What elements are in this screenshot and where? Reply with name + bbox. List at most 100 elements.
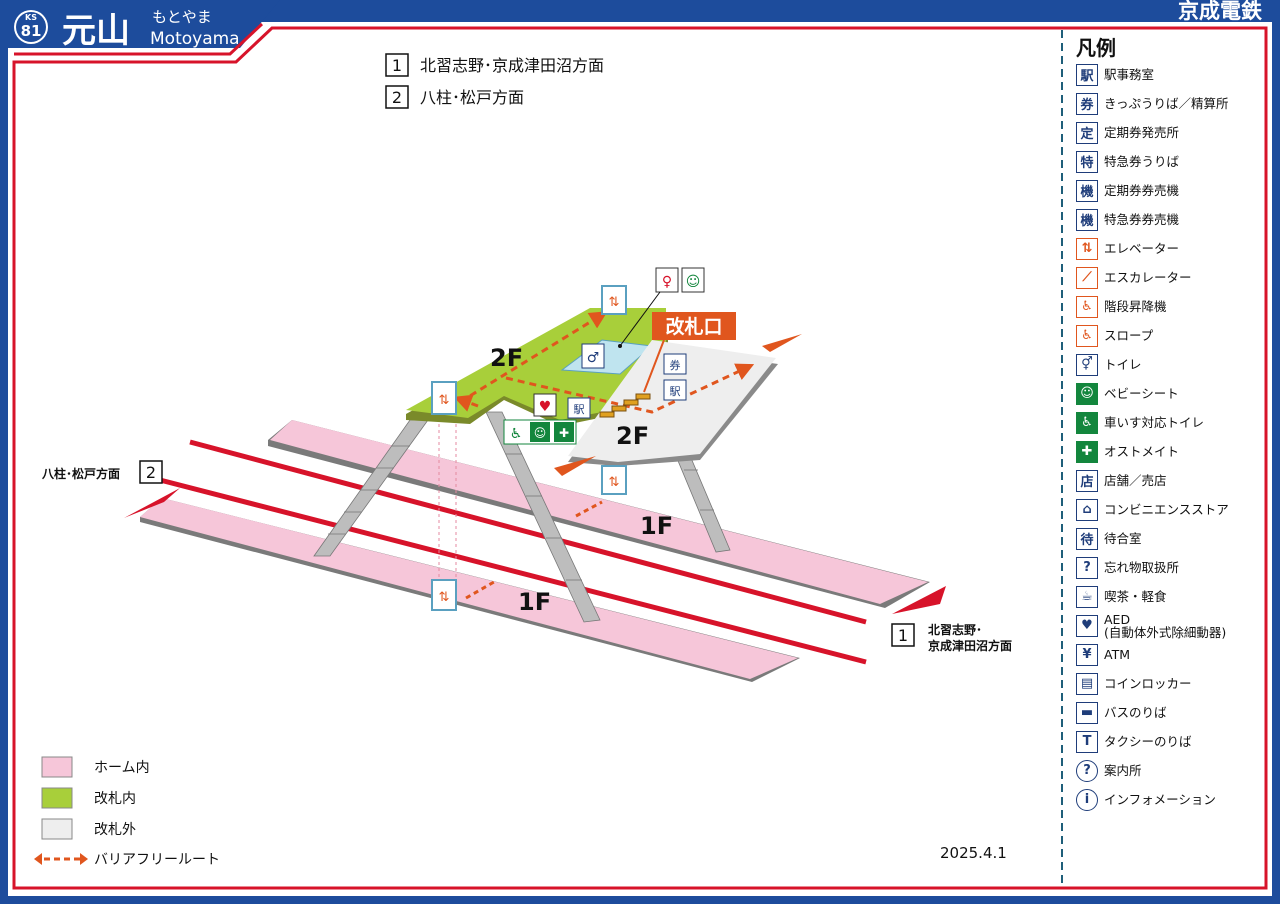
elevator-1f-front: ⇅ — [431, 579, 457, 611]
legend-item-label: オストメイト — [1104, 445, 1179, 458]
legend-item-label: エレベーター — [1104, 242, 1179, 255]
swatch-gated — [41, 787, 73, 809]
legend-item-text: 特急券うりば — [1104, 154, 1180, 169]
legend-item-text: 喫茶・軽食 — [1104, 589, 1167, 604]
direction-left-label: 八柱･松戸方面 — [41, 466, 120, 481]
legend-item-text: 特急券券売機 — [1104, 212, 1180, 227]
legend-item-label: ATM — [1104, 648, 1130, 661]
legend-item-text: 駅事務室 — [1104, 67, 1155, 82]
stairs — [313, 411, 731, 623]
track-direction-right: 1 北習志野･ 京成津田沼方面 — [891, 622, 1012, 653]
station-number: 81 — [21, 22, 42, 40]
legend-item-text: トイレ — [1104, 357, 1142, 372]
svg-text:駅: 駅 — [574, 403, 585, 416]
legend-item-text: オストメイト — [1104, 444, 1180, 459]
area-legend-platform: ホーム内 — [94, 760, 150, 776]
legend-title: 凡例 — [1076, 36, 1116, 60]
stair-lift-icon: ♿ — [1076, 295, 1098, 318]
legend-item-label: 駅事務室 — [1104, 68, 1154, 81]
direction-1-number: 1 — [392, 56, 402, 75]
svg-text:⇅: ⇅ — [439, 590, 450, 605]
svg-text:♀: ♀ — [662, 274, 672, 290]
legend-item-text: ベビーシート — [1104, 386, 1179, 401]
legend-item-text: コインロッカー — [1104, 676, 1192, 691]
area-legend-gated: 改札内 — [94, 791, 136, 807]
aed-icon-map: ♥ — [533, 393, 557, 417]
legend-item-text: スロープ — [1104, 328, 1154, 343]
legend-item-label: スロープ — [1104, 329, 1153, 342]
legend-item: ☕ 喫茶・軽食 — [1076, 582, 1229, 611]
aed-icon: ♥ — [1076, 614, 1098, 637]
ticket-gates — [599, 393, 651, 418]
legend-item-text: 忘れ物取扱所 — [1104, 560, 1180, 575]
direction-left-number: 2 — [146, 463, 156, 482]
legend-item-label: きっぷうりば／精算所 — [1104, 97, 1229, 110]
station-office-icon: 駅 — [1076, 63, 1098, 86]
legend-item-text: ATM — [1104, 647, 1131, 662]
legend-item-text: タクシーのりば — [1104, 734, 1192, 749]
legend-item: 機定期券券売機 — [1076, 176, 1229, 205]
facility-legend: 凡例 駅駅事務室券きっぷうりば／精算所定定期券発売所特特急券うりば機定期券券売機… — [1070, 28, 1270, 888]
legend-item: 機特急券券売機 — [1076, 205, 1229, 234]
svg-text:券: 券 — [670, 358, 681, 372]
elevator-icon: ⇅ — [1076, 237, 1098, 260]
legend-item-label: 定期券発売所 — [1104, 126, 1179, 139]
legend-item-text: 階段昇降機 — [1104, 299, 1167, 314]
toilet-icon: ⚥ — [1076, 353, 1098, 376]
shop-icon: 店 — [1076, 469, 1098, 492]
waiting-room-icon: 待 — [1076, 527, 1098, 550]
cafe-icon: ☕ — [1076, 585, 1098, 608]
svg-text:♿: ♿ — [510, 426, 523, 442]
legend-item: ? 案内所 — [1076, 756, 1229, 785]
ticket-office-icon-map: 券 駅 駅 — [567, 353, 687, 419]
swatch-platform — [41, 756, 73, 778]
station-romaji: Motoyama — [150, 29, 240, 49]
information-question-icon: ? — [1076, 759, 1098, 782]
legend-item-label: 定期券券売機 — [1104, 184, 1179, 197]
legend-item-text: 案内所 — [1104, 763, 1142, 778]
legend-item-text: AED — [1104, 611, 1131, 627]
svg-text:駅: 駅 — [670, 385, 681, 398]
elevator-2f: ⇅ — [601, 285, 627, 315]
legend-item-text: インフォメーション — [1104, 792, 1216, 807]
legend-item-text: エレベーター — [1104, 241, 1180, 256]
legend-item-subtext: (自動体外式除細動器) — [1104, 624, 1227, 640]
track-1 — [189, 439, 867, 625]
legend-item: ♿車いす対応トイレ — [1076, 408, 1229, 437]
legend-item-text: きっぷうりば／精算所 — [1104, 96, 1229, 111]
svg-text:♥: ♥ — [539, 399, 552, 415]
convenience-store-icon: ⌂ — [1076, 498, 1098, 521]
legend-item-label: エスカレーター — [1104, 271, 1192, 284]
legend-item-label: コインロッカー — [1104, 677, 1192, 690]
accessible-toilet-icons-map: ♿ ☺ ✚ — [503, 419, 577, 445]
express-machine-icon: 機 — [1076, 208, 1098, 231]
exit-arrow-right — [762, 334, 802, 352]
legend-item: 定定期券発売所 — [1076, 118, 1229, 147]
station-name: 元山 — [62, 11, 130, 51]
legend-item: 待待合室 — [1076, 524, 1229, 553]
coin-locker-icon: ▤ — [1076, 672, 1098, 695]
legend-item: ⟋エスカレーター — [1076, 263, 1229, 292]
ticket-gate-callout: 改札口 — [643, 312, 736, 393]
area-legend: ホーム内 改札内 改札外 バリアフリールート — [34, 756, 220, 868]
legend-item: ♿ 階段昇降機 — [1076, 292, 1229, 321]
platform-back — [268, 420, 930, 608]
track-2 — [159, 477, 867, 665]
direction-2-label: 八柱･松戸方面 — [420, 88, 524, 107]
svg-text:☺: ☺ — [686, 274, 701, 290]
station-kana: もとやま — [152, 8, 212, 26]
slope-icon: ♿ — [1076, 324, 1098, 347]
legend-item-label: コンビニエンスストア — [1104, 503, 1229, 516]
legend-item-label: トイレ — [1104, 358, 1142, 371]
legend-item: ⇅ エレベーター — [1076, 234, 1229, 263]
ticket-office-icon: 券 — [1076, 92, 1098, 115]
legend-item-label: ベビーシート — [1104, 387, 1179, 400]
legend-item: ▬バスのりば — [1076, 698, 1229, 727]
direction-right-line2: 京成津田沼方面 — [928, 638, 1012, 653]
track-direction-left: 八柱･松戸方面 2 — [41, 460, 163, 484]
legend-item: ⌂ コンビニエンスストア — [1076, 495, 1229, 524]
floor-label-1f-back: 1F — [640, 512, 673, 540]
legend-item: 特特急券うりば — [1076, 147, 1229, 176]
